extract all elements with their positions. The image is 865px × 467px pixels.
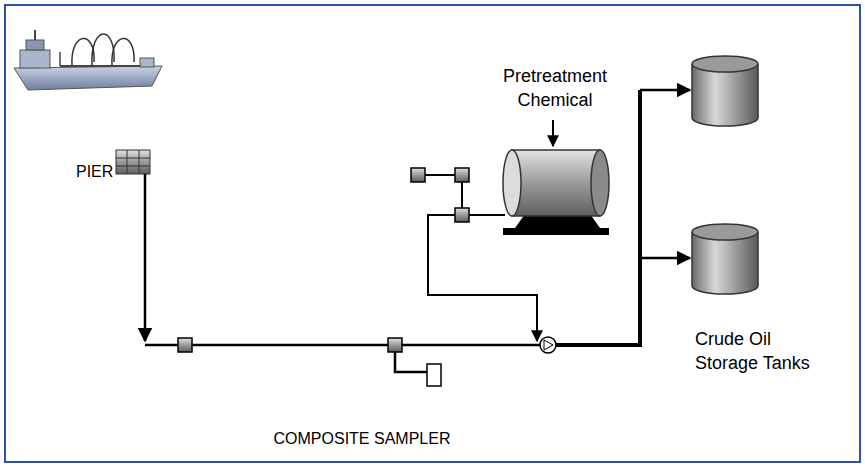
pump-symbol [540, 337, 556, 353]
tanker-ship [14, 30, 162, 90]
chemical-tank [503, 150, 609, 235]
equipment-label: Crude Oil Storage Tanks [695, 327, 831, 376]
sampler-vessel [427, 364, 441, 386]
valve [178, 168, 469, 352]
frame [5, 5, 860, 462]
storage-tank [692, 56, 758, 294]
location-label: PIER [76, 162, 126, 181]
pier [116, 150, 150, 174]
equipment-label: COMPOSITE SAMPLER [262, 429, 462, 448]
pipeline [145, 90, 690, 372]
equipment-label: Pretreatment Chemical [490, 64, 620, 113]
